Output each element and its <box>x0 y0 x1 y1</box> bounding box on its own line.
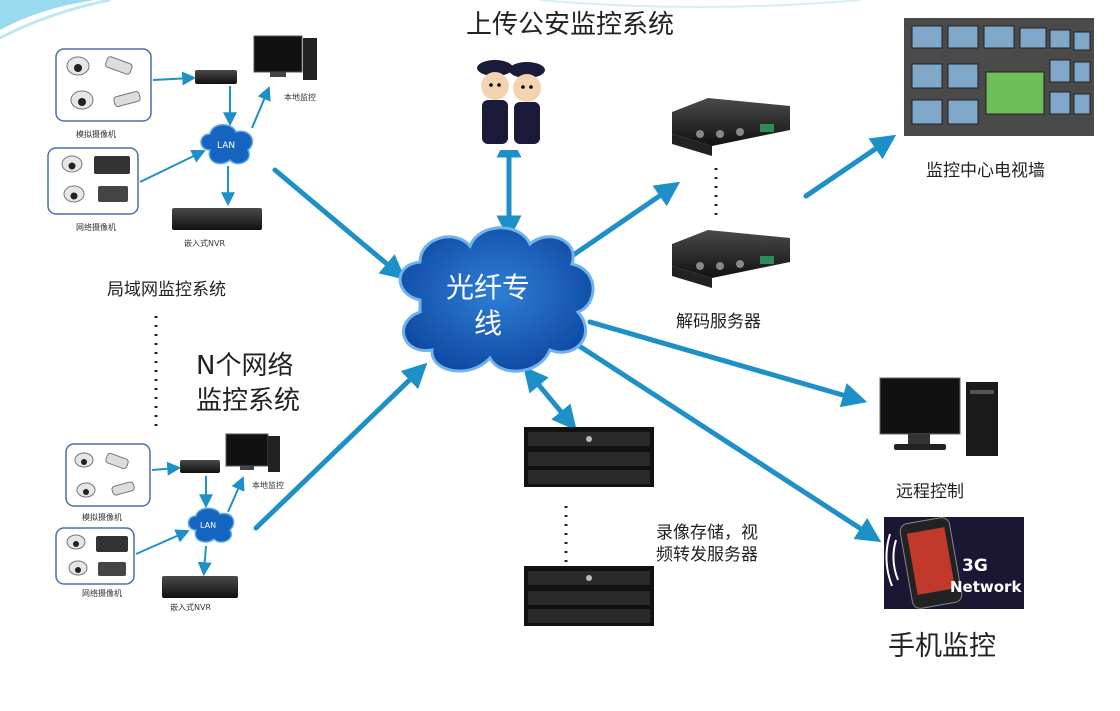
fiber-cloud <box>398 226 595 373</box>
nvr-device-icon <box>172 208 262 230</box>
bullet-camera-icon <box>105 452 129 470</box>
link-lan-nvr <box>197 545 212 577</box>
tv-wall-label: 监控中心电视墙 <box>926 161 1045 181</box>
encoder-device-icon <box>180 460 220 473</box>
n-systems-line2: 监控系统 <box>196 386 301 416</box>
lan-cloud-icon <box>200 124 254 165</box>
arrow-cloud-to-decoder <box>563 181 681 263</box>
tv-wall-image <box>904 18 1094 136</box>
decoder-server-icon <box>664 226 794 292</box>
monitor-icon <box>225 433 280 472</box>
arrow-cloud-storage <box>523 366 577 431</box>
decor-swoosh-line <box>0 0 111 40</box>
arrow-decoder-to-tvwall <box>803 134 897 199</box>
police-upload-label: 上传公安监控系统 <box>466 10 675 40</box>
bullet-camera-icon <box>111 481 135 496</box>
lan-system-bottom <box>55 433 280 598</box>
decoder-server-icon <box>664 96 794 158</box>
box-camera-icon <box>98 562 126 576</box>
network-camera-label: 网络摄像机 <box>76 223 116 232</box>
police-figures-icon <box>463 50 555 150</box>
nvr-device-icon <box>162 576 238 598</box>
box-camera-icon <box>94 156 130 174</box>
center-label-line1: 光纤专 <box>445 271 530 304</box>
arrow-cloud-to-remote <box>587 319 868 408</box>
bullet-camera-icon <box>113 90 141 108</box>
link-lan-monitor <box>227 476 245 513</box>
lan-system-top <box>47 35 317 230</box>
lan-system-label: 局域网监控系统 <box>107 280 226 300</box>
mobile-monitor-label: 手机监控 <box>888 631 996 662</box>
link-netcam-lan <box>135 529 190 555</box>
lan-cloud-icon <box>187 507 235 543</box>
storage-server-icon <box>524 566 654 626</box>
bullet-camera-icon <box>105 56 133 75</box>
storage-label-line2: 频转发服务器 <box>656 545 758 565</box>
mobile-3g-badge-line2: Network <box>950 578 1022 596</box>
link-netcam-lan <box>139 149 206 183</box>
analog-camera-box <box>65 443 151 507</box>
link-lan-monitor <box>251 86 271 129</box>
mobile-3g-badge-line1: 3G <box>962 556 988 576</box>
local-monitor-label: 本地监控 <box>284 93 316 102</box>
analog-camera-label-b: 模拟摄像机 <box>82 513 122 522</box>
center-label-line2: 线 <box>473 307 502 340</box>
storage-server-icon <box>524 427 654 487</box>
box-camera-icon <box>98 186 128 202</box>
lan-label-b: LAN <box>200 521 217 530</box>
link-analog-encoder <box>151 461 182 476</box>
encoder-device-icon <box>195 70 237 84</box>
network-camera-label-b: 网络摄像机 <box>82 589 122 598</box>
nvr-label: 嵌入式NVR <box>184 239 226 248</box>
arrow-cloud-to-mobile <box>567 337 882 543</box>
n-systems-line1: N个网络 <box>196 351 294 381</box>
center-label: 光纤专 线 <box>418 270 558 342</box>
arrow-lanb-to-cloud <box>253 362 428 531</box>
decoder-label: 解码服务器 <box>676 312 761 332</box>
decor-swoosh <box>0 0 95 30</box>
analog-camera-label: 模拟摄像机 <box>76 130 116 139</box>
box-camera-icon <box>96 536 128 552</box>
mobile-3g-image <box>884 517 1024 609</box>
connection-arrows <box>253 132 897 543</box>
decor-top-curve <box>539 0 861 8</box>
link-analog-encoder <box>152 71 197 86</box>
arrow-lan-to-cloud <box>272 167 406 280</box>
storage-label-line1: 录像存储，视 <box>656 523 758 543</box>
local-monitor-label-b: 本地监控 <box>252 481 284 490</box>
nvr-label-b: 嵌入式NVR <box>170 603 212 612</box>
remote-pc-icon <box>876 364 1006 468</box>
monitor-icon <box>253 35 317 80</box>
lan-label: LAN <box>217 141 236 151</box>
cloud-shape <box>398 226 595 373</box>
remote-control-label: 远程控制 <box>896 482 964 502</box>
